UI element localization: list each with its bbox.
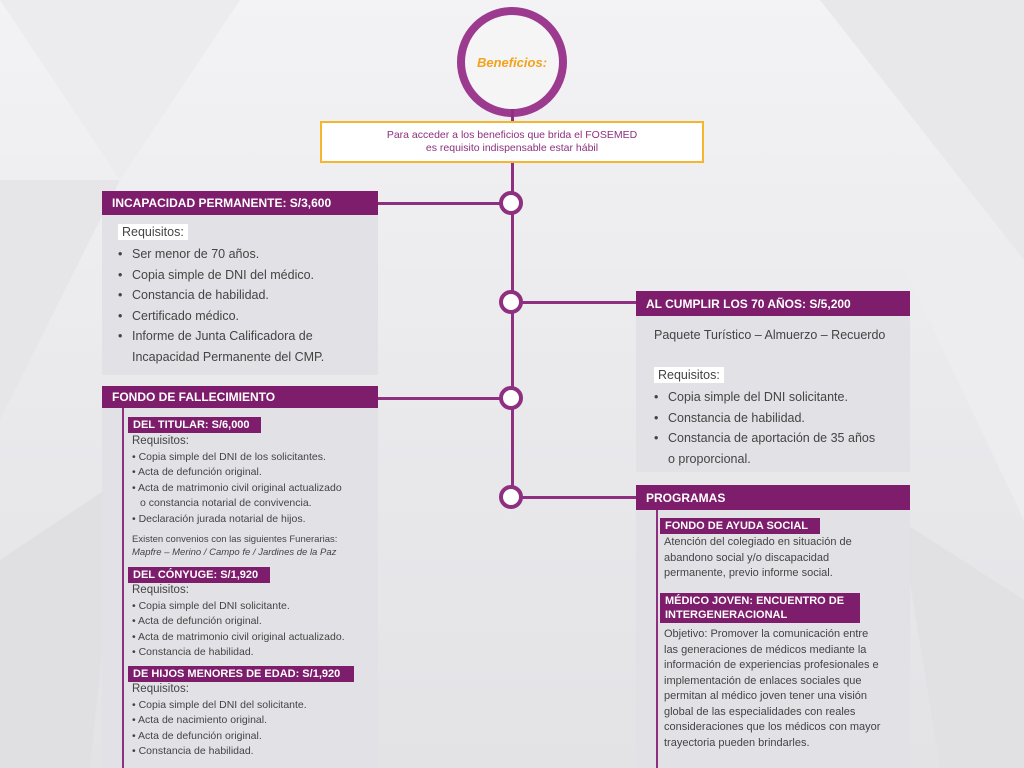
fallecimiento-accent-line — [122, 408, 124, 768]
requirement-item: o proporcional. — [668, 451, 751, 466]
timeline-node — [499, 485, 523, 509]
connector-line — [378, 202, 503, 205]
requirement-item: Constancia de habilidad. — [118, 285, 378, 306]
programas-header: PROGRAMAS — [636, 485, 910, 510]
setenta-requirements-list: Copia simple del DNI solicitante.Constan… — [654, 387, 910, 469]
medico-joven-text: Objetivo: Promover la comunicación entre… — [664, 627, 910, 751]
notice-line-2: es requisito indispensable estar hábil — [425, 142, 599, 154]
titular-requirements-list: • Copia simple del DNI de los solicitant… — [132, 450, 376, 528]
notice-line-1: Para acceder a los beneficios que brida … — [386, 129, 638, 141]
description-line: implementación de enlaces sociales que — [664, 674, 862, 687]
requirements-label: Requisitos: — [132, 683, 189, 695]
requirement-item: • Copia simple del DNI del solicitante. — [132, 698, 307, 711]
requirement-item: Informe de Junta Calificadora de — [118, 326, 378, 347]
requirement-item: • Constancia de habilidad. — [132, 745, 254, 757]
connector-line — [520, 301, 636, 304]
description-line: consideraciones que los médicos con mayo… — [664, 721, 881, 733]
requirement-item: • Copia simple del DNI de los solicitant… — [132, 450, 326, 463]
timeline-node — [499, 386, 523, 410]
title-circle: Beneficios: — [457, 7, 567, 117]
hijos-header: DE HIJOS MENORES DE EDAD: S/1,920 — [128, 666, 354, 682]
requirements-label: Requisitos: — [132, 435, 189, 447]
medico-joven-header-line-1: MÉDICO JOVEN: ENCUENTRO DE — [665, 595, 845, 607]
requirement-item: Ser menor de 70 años. — [118, 244, 378, 265]
description-line: Atención del colegiado en situación de — [664, 536, 852, 548]
description-line: trayectoria pueden brindarles. — [664, 736, 810, 749]
description-line: global de las especialidades con reales — [664, 705, 856, 718]
hijos-requirements-list: • Copia simple del DNI del solicitante. •… — [132, 698, 376, 760]
timeline-node — [499, 191, 523, 215]
incapacidad-panel: Requisitos: Ser menor de 70 años.Copia s… — [102, 215, 378, 375]
incapacidad-requirements-list: Ser menor de 70 años.Copia simple de DNI… — [118, 244, 378, 367]
description-line: información de experiencias profesionale… — [664, 659, 879, 671]
medico-joven-header-line-2: INTERGENERACIONAL — [665, 609, 788, 621]
description-line: permitan al médico joven tener una visió… — [664, 690, 868, 702]
timeline-node — [499, 290, 523, 314]
connector-line — [511, 109, 514, 121]
requirement-item: Incapacidad Permanente del CMP. — [132, 349, 325, 364]
description-line: permanente, previo informe social. — [664, 567, 833, 579]
incapacidad-header: INCAPACIDAD PERMANENTE: S/3,600 — [102, 191, 378, 215]
description-line: las generaciones de médicos mediante la — [664, 643, 867, 656]
requirement-item: Certificado médico. — [118, 306, 378, 327]
conyuge-body: Requisitos: • Copia simple del DNI solic… — [132, 583, 376, 661]
connector-line — [520, 496, 636, 499]
conyuge-header: DEL CÓNYUGE: S/1,920 — [128, 567, 270, 583]
conyuge-requirements-list: • Copia simple del DNI solicitante. • Act… — [132, 599, 376, 661]
requirement-item: • Acta de defunción original. — [132, 615, 262, 627]
fallecimiento-header: FONDO DE FALLECIMIENTO — [102, 386, 378, 408]
setenta-description: Paquete Turístico – Almuerzo – Recuerdo — [654, 328, 886, 342]
requirement-item: Copia simple de DNI del médico. — [118, 265, 378, 286]
titular-header: DEL TITULAR: S/6,000 — [128, 417, 261, 433]
requirement-item: o constancia notarial de convivencia. — [140, 497, 312, 509]
requirement-item: Constancia de habilidad. — [654, 408, 910, 429]
page-title: Beneficios: — [476, 54, 548, 70]
requirements-label: Requisitos: — [118, 224, 188, 240]
description-line: abandono social y/o discapacidad — [664, 551, 830, 564]
requirement-item: Constancia de aportación de 35 años — [654, 428, 910, 449]
requirement-item: • Acta de matrimonio civil original actu… — [132, 481, 342, 494]
requirement-item: • Constancia de habilidad. — [132, 646, 254, 658]
funeral-note-line-1: Existen convenios con las siguientes Fun… — [132, 534, 338, 545]
ayuda-social-header: FONDO DE AYUDA SOCIAL — [660, 518, 820, 534]
setenta-panel: Paquete Turístico – Almuerzo – Recuerdo … — [636, 316, 910, 472]
requirement-item: • Acta de defunción original. — [132, 466, 262, 478]
requirement-item: • Acta de nacimiento original. — [132, 714, 268, 726]
titular-body: Requisitos: • Copia simple del DNI de lo… — [132, 434, 376, 559]
requirement-item: • Acta de matrimonio civil original actu… — [132, 630, 345, 643]
requirement-item: • Copia simple del DNI solicitante. — [132, 599, 290, 612]
requirement-item: • Acta de defunción original. — [132, 729, 262, 742]
funeral-note-line-2: Mapfre – Merino / Campo fe / Jardines de… — [132, 547, 337, 558]
requirement-item: • Declaración jurada notarial de hijos. — [132, 512, 306, 525]
main-timeline — [511, 163, 514, 500]
medico-joven-header: MÉDICO JOVEN: ENCUENTRO DE INTERGENERACI… — [660, 593, 860, 623]
connector-line — [378, 397, 503, 400]
ayuda-social-text: Atención del colegiado en situación de ab… — [664, 535, 904, 582]
requirement-item: Copia simple del DNI solicitante. — [654, 387, 910, 408]
setenta-header: AL CUMPLIR LOS 70 AÑOS: S/5,200 — [636, 291, 910, 316]
notice-box: Para acceder a los beneficios que brida … — [320, 121, 704, 163]
requirements-label: Requisitos: — [132, 584, 189, 596]
programas-accent-line — [656, 510, 658, 768]
requirements-label: Requisitos: — [654, 367, 724, 383]
fallecimiento-panel — [102, 408, 378, 768]
hijos-body: Requisitos: • Copia simple del DNI del s… — [132, 682, 376, 760]
programas-panel — [636, 510, 910, 768]
description-line: Objetivo: Promover la comunicación entre — [664, 628, 869, 640]
